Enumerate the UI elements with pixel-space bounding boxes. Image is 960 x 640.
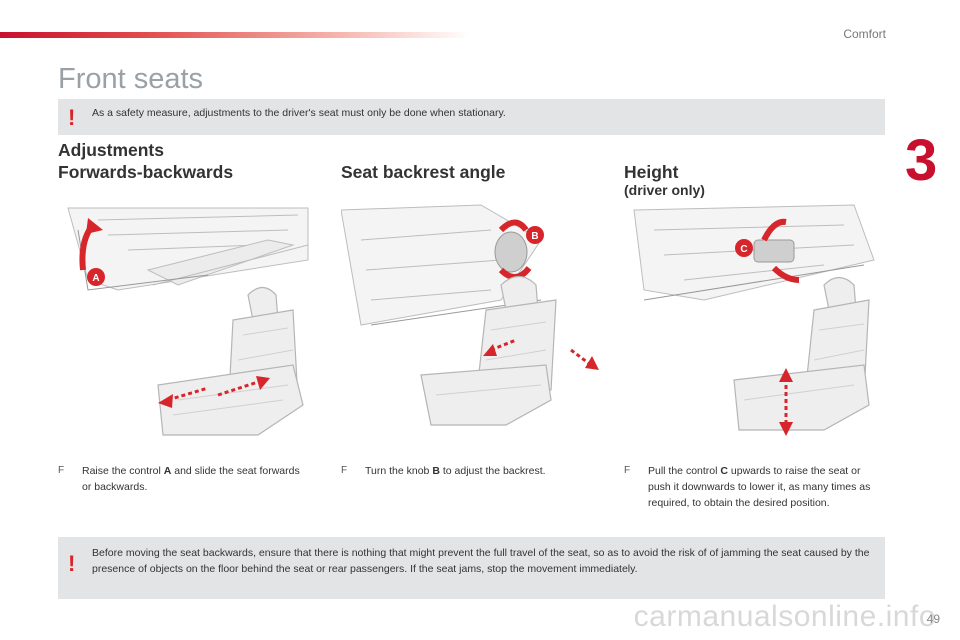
bullet-marker: F	[341, 465, 348, 476]
exclamation-icon: !	[68, 551, 76, 576]
instruction-backrest-angle: F Turn the knob B to adjust the backrest…	[341, 465, 546, 477]
exclamation-icon: !	[68, 105, 76, 130]
callout-b-label: B	[531, 231, 538, 242]
illustration-forwards-backwards: A	[67, 207, 309, 436]
bullet-marker: F	[58, 465, 65, 476]
header-accent-bar	[0, 32, 470, 38]
callout-a-label: A	[92, 273, 99, 284]
section-name: Comfort	[843, 27, 886, 41]
safety-warning-bottom: ! Before moving the seat backwards, ensu…	[58, 537, 885, 599]
warning-text: As a safety measure, adjustments to the …	[92, 107, 506, 119]
page-title: Front seats	[58, 63, 204, 95]
control-key: C	[720, 465, 728, 477]
warning-text: Before moving the seat backwards, ensure…	[92, 547, 870, 575]
adjustments-heading: Adjustments	[58, 140, 164, 160]
control-key: B	[432, 465, 440, 477]
chapter-number: 3	[905, 128, 938, 193]
instruction-forwards-backwards: F Raise the control A and slide the seat…	[58, 465, 300, 493]
control-key: A	[163, 465, 172, 477]
illustration-height: C	[633, 204, 875, 436]
height-subheading: (driver only)	[624, 182, 705, 198]
forwards-backwards-heading: Forwards-backwards	[58, 162, 234, 182]
illustration-backrest-angle: B	[341, 204, 599, 426]
callout-c-icon	[735, 239, 753, 257]
height-heading: Height	[624, 162, 679, 182]
callout-b-icon	[526, 226, 544, 244]
safety-warning-top: ! As a safety measure, adjustments to th…	[58, 99, 885, 135]
callout-a-icon	[87, 268, 105, 286]
bullet-marker: F	[624, 465, 631, 476]
watermark: carmanualsonline.info	[633, 600, 936, 633]
backrest-angle-heading: Seat backrest angle	[341, 162, 506, 182]
instruction-height: F Pull the control C upwards to raise th…	[624, 465, 871, 509]
callout-c-label: C	[740, 244, 747, 255]
page-number: 49	[926, 612, 940, 626]
